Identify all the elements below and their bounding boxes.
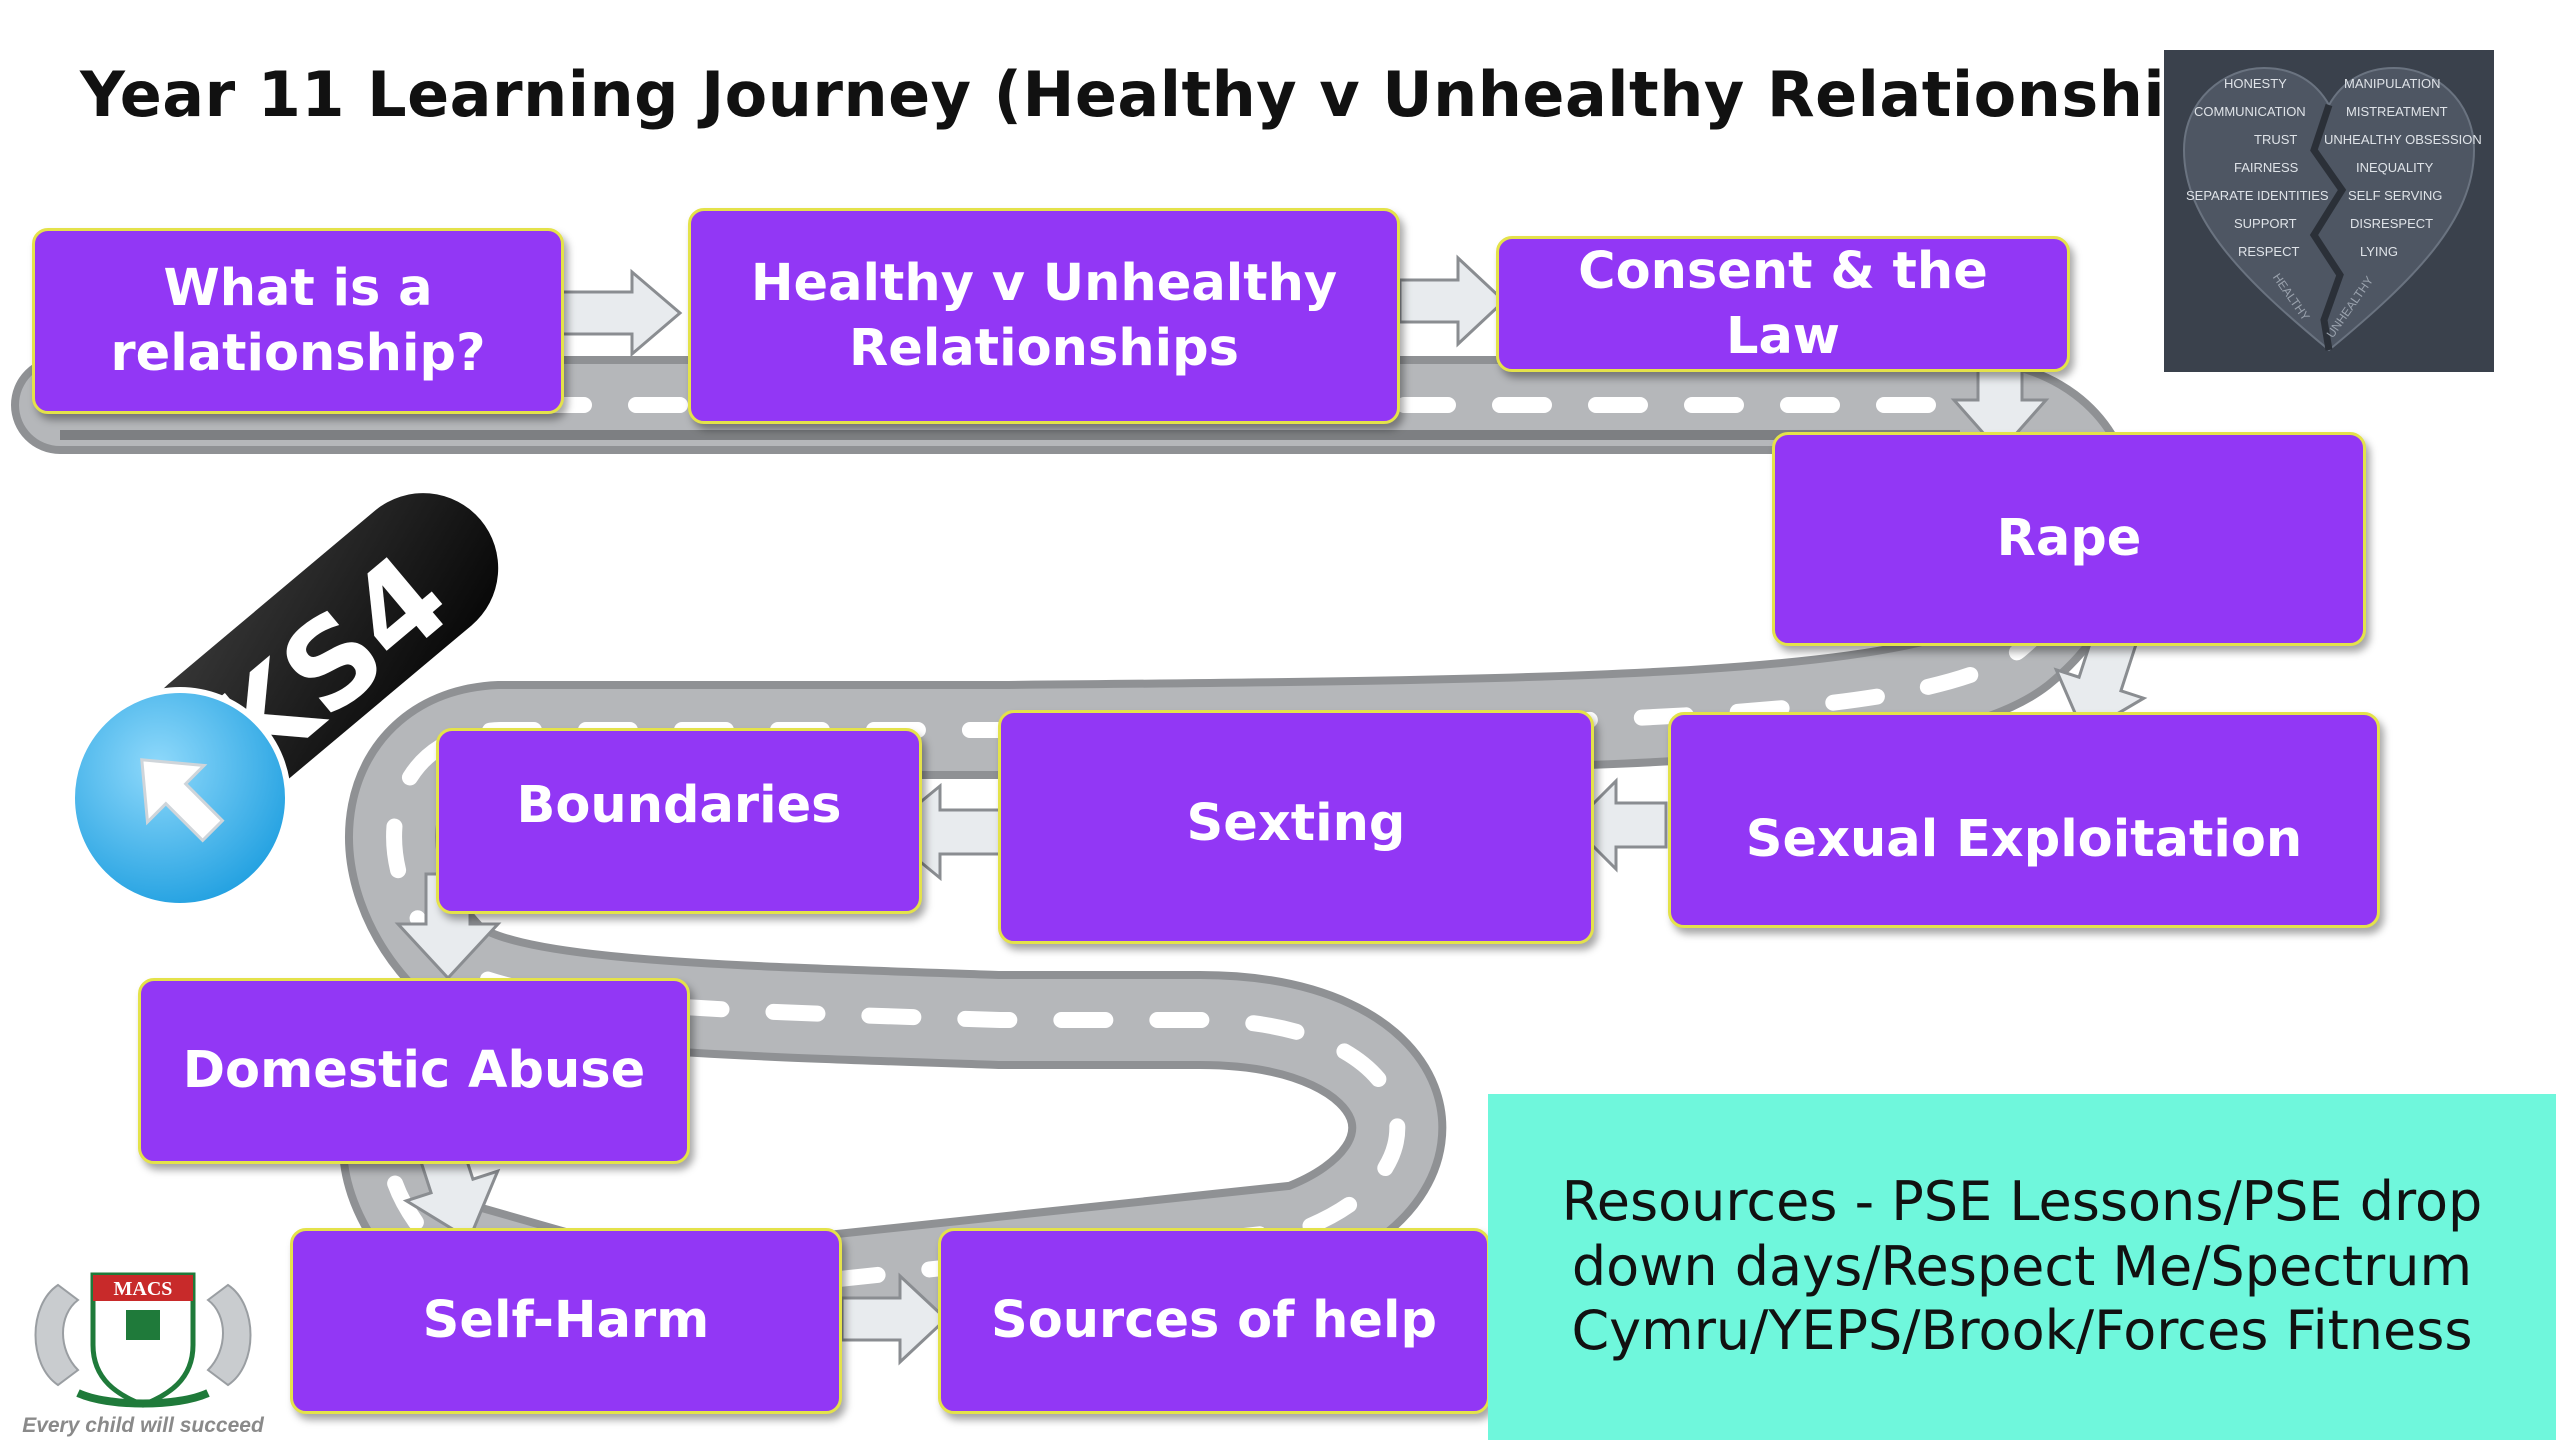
heart-word: SEPARATE IDENTITIES [2186, 188, 2329, 203]
crest-icon: MACS [34, 1272, 252, 1408]
resources-panel: Resources - PSE Lessons/PSE drop down da… [1488, 1094, 2556, 1440]
step-sources-of-help: Sources of help [938, 1228, 1490, 1414]
right-arrow-icon [1398, 254, 1507, 348]
heart-word: DISRESPECT [2350, 216, 2434, 231]
heart-word: COMMUNICATION [2194, 104, 2306, 119]
heart-word: FAIRNESS [2234, 160, 2299, 175]
step-what-is-a-relationship: What is a relationship? [32, 228, 564, 414]
heart-word: RESPECT [2238, 244, 2300, 259]
heart-word: INEQUALITY [2356, 160, 2434, 175]
heart-image: HONESTY COMMUNICATION TRUST FAIRNESS SEP… [2164, 50, 2494, 372]
heart-word: TRUST [2254, 132, 2298, 147]
heart-word: HONESTY [2224, 76, 2287, 91]
step-self-harm: Self-Harm [290, 1228, 842, 1414]
step-consent-and-the-law: Consent & the Law [1496, 236, 2070, 372]
page-title: Year 11 Learning Journey (Healthy v Unhe… [80, 58, 2277, 131]
step-healthy-v-unhealthy: Healthy v Unhealthy Relationships [688, 208, 1400, 424]
school-tagline: Every child will succeed [22, 1414, 264, 1437]
arrow-up-right-icon [140, 758, 225, 843]
heart-word: SELF SERVING [2348, 188, 2443, 203]
step-sexual-exploitation: Sexual Exploitation [1668, 712, 2380, 928]
heart-word: MISTREATMENT [2346, 104, 2448, 119]
svg-text:MACS: MACS [114, 1278, 173, 1300]
ks4-badge: KS4 [69, 493, 499, 909]
left-arrow-icon [1569, 777, 1668, 873]
broken-heart-icon [2182, 66, 2476, 352]
step-domestic-abuse: Domestic Abuse [138, 978, 690, 1164]
right-arrow-icon [560, 268, 683, 358]
heart-word: LYING [2360, 244, 2399, 259]
school-logo: MACS Every child will succeed [18, 1255, 268, 1440]
step-sexting: Sexting [998, 710, 1594, 944]
step-boundaries: Boundaries [436, 728, 922, 914]
heart-word: MANIPULATION [2344, 76, 2441, 91]
right-arrow-icon [840, 1272, 949, 1366]
step-rape: Rape [1772, 432, 2366, 646]
heart-word: UNHEALTHY OBSESSION [2324, 132, 2482, 147]
heart-word: SUPPORT [2234, 216, 2297, 231]
